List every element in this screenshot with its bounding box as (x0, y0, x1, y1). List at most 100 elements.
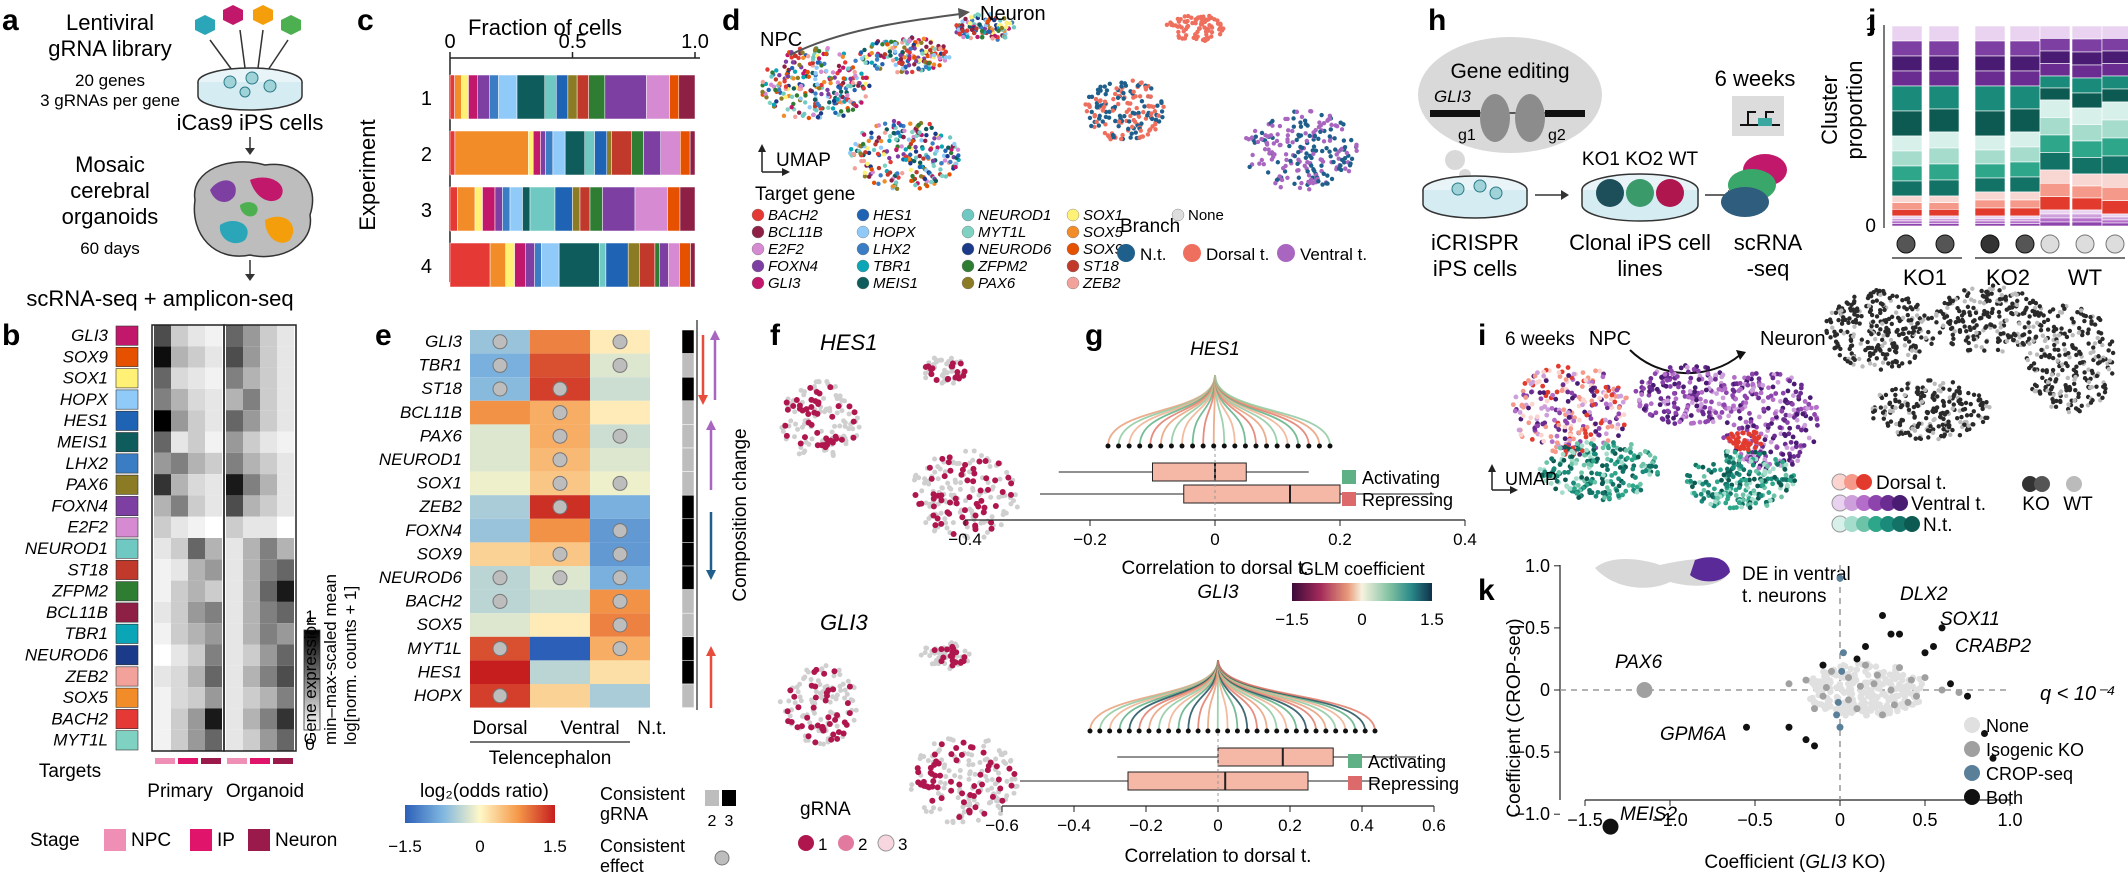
j-bar-segment (1892, 221, 1922, 224)
g-leaf (1205, 729, 1210, 734)
act-label-1: Activating (1362, 468, 1440, 488)
i-geno-point (2073, 375, 2077, 379)
f-grna-point (964, 477, 970, 483)
f-bg-point (822, 409, 827, 414)
i-point (1763, 471, 1768, 476)
c-bar-segment (478, 75, 490, 119)
heat-cell (154, 517, 171, 538)
j-bar-segment (1892, 203, 1922, 210)
e-heat-cell (590, 684, 650, 708)
g-leaf (1148, 444, 1153, 449)
umap-branch-point (1130, 131, 1134, 135)
umap-point (760, 90, 764, 94)
i-point (1712, 468, 1717, 473)
f-bg-point (816, 678, 821, 683)
f-bg-point (847, 411, 852, 416)
heat-cell (243, 666, 260, 687)
i-point (1552, 418, 1557, 423)
i-geno-point (1961, 319, 1965, 323)
legend-swatch (857, 226, 869, 238)
gene-label: SOX9 (63, 347, 109, 366)
j-bar-segment (1892, 41, 1922, 56)
legend-label: E2F2 (768, 241, 805, 258)
i-geno-point (1825, 331, 1829, 335)
i-point (1604, 431, 1609, 436)
umap-point (907, 63, 911, 67)
i-point (1563, 445, 1568, 450)
umap-point (914, 155, 918, 159)
j-bar-segment (2010, 208, 2040, 216)
i-geno-point (1972, 326, 1976, 330)
j-bar-segment (2010, 162, 2040, 177)
f-bg-point (1004, 470, 1009, 475)
i-point (1676, 385, 1681, 390)
umap-point (879, 145, 883, 149)
umap-point (896, 130, 900, 134)
i-geno-point (2033, 335, 2037, 339)
i-geno-point (2041, 334, 2045, 338)
umap-point (795, 93, 799, 97)
e-heat-cell (530, 637, 590, 661)
i-geno-point (2086, 331, 2090, 335)
i-geno-point (1910, 307, 1914, 311)
umap-point (880, 42, 884, 46)
i-point (1595, 389, 1600, 394)
umap-branch-point (1271, 155, 1275, 159)
i-point (1771, 397, 1776, 402)
e-heat-cell (470, 448, 530, 472)
i-point (1791, 435, 1796, 440)
i-point (1530, 437, 1535, 442)
i-point (1708, 406, 1713, 411)
i-point (1766, 423, 1771, 428)
f-bg-point (788, 418, 793, 423)
heat-cell (277, 453, 294, 474)
e-heat-cell (470, 519, 530, 543)
gene-editing-gene: GLI3 (1434, 87, 1471, 106)
umap-point (883, 122, 887, 126)
umap-point (928, 48, 932, 52)
c-bar-segment (565, 131, 585, 175)
umap-point (1004, 25, 1008, 29)
f-grna-point (782, 423, 788, 429)
f-bg-point (828, 710, 833, 715)
heat-cell (243, 368, 260, 389)
i-geno-point (2027, 325, 2031, 329)
gene-color-swatch (116, 539, 138, 558)
i-point (1719, 374, 1724, 379)
umap-point (938, 47, 942, 51)
i-point (1783, 398, 1788, 403)
c-bar-segment (450, 75, 455, 119)
heat-cell (243, 581, 260, 602)
f-grna-point (812, 398, 818, 404)
i-point (1556, 427, 1561, 432)
i-geno-point (1958, 433, 1962, 437)
umap-branch-point (1300, 115, 1304, 119)
umap-point (817, 56, 821, 60)
i-geno-point (2072, 382, 2076, 386)
i-point (1692, 389, 1697, 394)
j-bar-segment (1929, 180, 1959, 196)
i-point (1658, 402, 1663, 407)
e-heat-cell (590, 377, 650, 401)
j-bar-segment (2102, 64, 2128, 77)
heat-cell (171, 559, 188, 580)
j-bar-segment (1892, 151, 1922, 166)
umap-point (910, 130, 914, 134)
gene-color-swatch (116, 475, 138, 494)
umap-branch-point (1244, 136, 1248, 140)
i-geno-point (1901, 332, 1905, 336)
j-bar-segment (1975, 216, 2005, 219)
i-geno-point (1907, 300, 1911, 304)
umap-branch-point (1296, 133, 1300, 137)
umap-point (826, 46, 830, 50)
box (1153, 463, 1247, 481)
f-grna-point (805, 411, 811, 417)
f-grna-point (812, 739, 818, 745)
legend-label: ZEB2 (1082, 275, 1121, 292)
i-geno-point (2037, 313, 2041, 317)
j-bar-segment (2010, 86, 2040, 109)
umap-point (853, 70, 857, 74)
umap-point (938, 167, 942, 171)
f-grna-point (825, 687, 831, 693)
f-bg-point (854, 708, 859, 713)
